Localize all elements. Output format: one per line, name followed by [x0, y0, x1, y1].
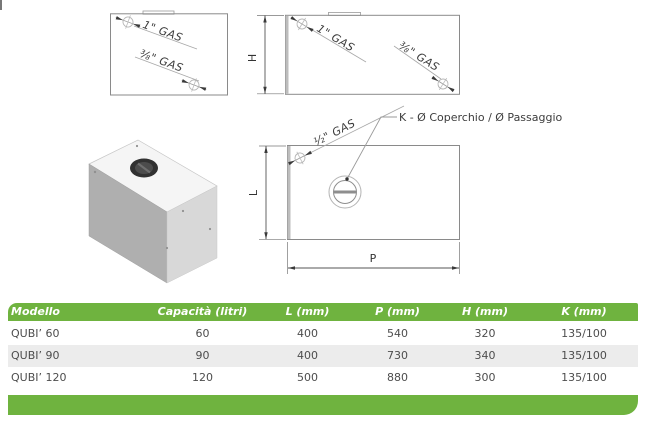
col-header-l: L (mm)	[285, 305, 330, 318]
gas-38in-label: ⅜" GAS	[396, 39, 441, 74]
l-value: 400	[297, 327, 318, 340]
dimension-h-label: H	[246, 54, 259, 62]
fitting-mark-icon	[427, 70, 459, 98]
col-header-modello: Modello	[11, 305, 60, 318]
table-footer-bar	[8, 395, 638, 415]
gas-1in-label: 1" GAS	[141, 18, 185, 44]
capacity: 60	[195, 327, 210, 340]
fitting-mark-icon	[178, 73, 210, 97]
scan-edge-artifact	[0, 0, 2, 10]
table-row: QUBI’ 90 90 400 730 340 135/100	[8, 345, 638, 367]
k-callout-label: K - Ø Coperchio / Ø Passaggio	[399, 111, 563, 124]
side-view-drawing: H 1" GAS ⅜" GAS	[246, 10, 460, 98]
spec-table: Modello Capacità (litri) L (mm) P (mm) H…	[8, 303, 638, 415]
col-header-k: K (mm)	[561, 305, 607, 318]
capacity: 120	[192, 371, 213, 384]
h-value: 320	[474, 327, 496, 340]
top-view-drawing: L P ½" GAS K - Ø Coperchio / Ø Passaggio	[247, 105, 563, 274]
k-value: 135/100	[561, 327, 607, 340]
col-header-h: H (mm)	[461, 305, 508, 318]
model-name: QUBI’ 60	[11, 327, 60, 340]
capacity: 90	[195, 349, 210, 362]
k-value: 135/100	[561, 371, 607, 384]
dimension-p-label: P	[370, 252, 377, 265]
p-value: 730	[387, 349, 408, 362]
l-value: 400	[297, 349, 318, 362]
table-row: QUBI’ 60 60 400 540 320 135/100	[8, 323, 638, 345]
p-value: 880	[387, 371, 408, 384]
technical-drawings: 1" GAS ⅜" GAS H 1" GAS ⅜" GAS	[88, 10, 563, 284]
k-value: 135/100	[561, 349, 607, 362]
table-header-row: Modello Capacità (litri) L (mm) P (mm) H…	[8, 303, 638, 321]
h-value: 300	[474, 371, 496, 384]
plan-view-drawing: 1" GAS ⅜" GAS	[110, 10, 228, 97]
model-name: QUBI’ 120	[11, 371, 67, 384]
h-value: 340	[474, 349, 496, 362]
table-row: QUBI’ 120 120 500 880 300 135/100	[8, 367, 638, 389]
col-header-p: P (mm)	[375, 305, 420, 318]
model-name: QUBI’ 90	[11, 349, 60, 362]
gas-38in-label: ⅜" GAS	[138, 47, 185, 75]
tank-3d-illustration	[88, 139, 218, 284]
col-header-capacita: Capacità (litri)	[157, 305, 248, 318]
inspection-cap-icon	[328, 175, 362, 209]
l-value: 500	[297, 371, 318, 384]
dimension-l-label: L	[247, 189, 260, 196]
p-value: 540	[387, 327, 408, 340]
gas-1in-label: 1" GAS	[314, 22, 356, 55]
